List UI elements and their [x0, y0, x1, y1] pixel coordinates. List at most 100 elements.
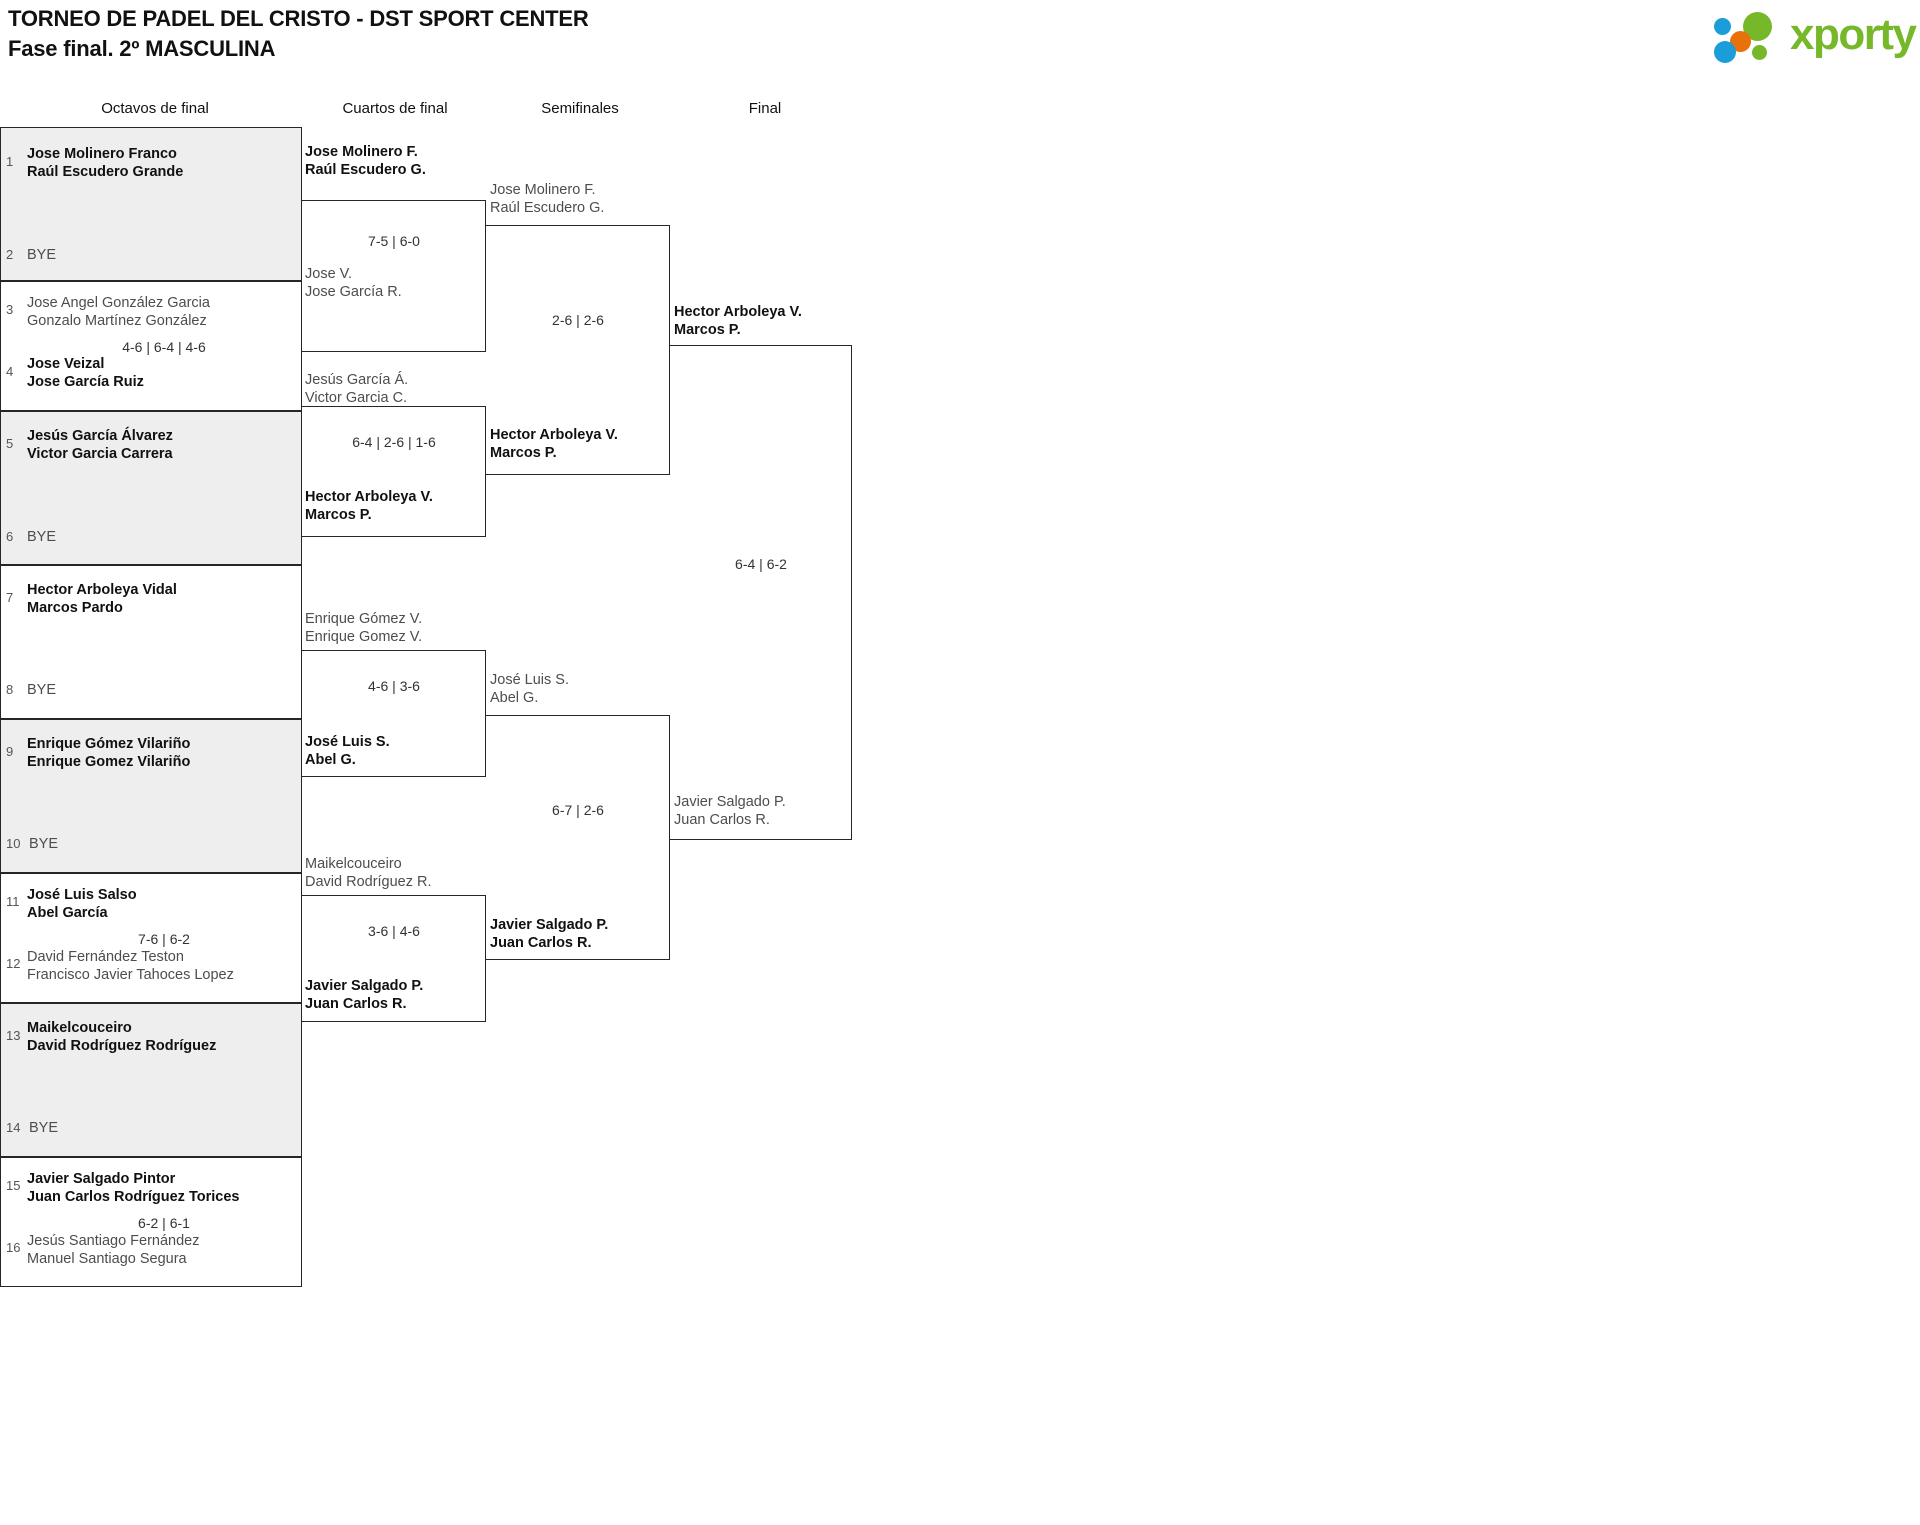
seed-row[interactable]: 3 Jose Angel González Garcia Gonzalo Mar…: [0, 281, 302, 343]
seed-row[interactable]: 10 BYE: [0, 800, 302, 873]
seed-row[interactable]: 4 Jose Veizal Jose García Ruiz: [0, 343, 302, 411]
player-line-2: Abel G.: [490, 690, 539, 706]
seed-row[interactable]: 14 BYE: [0, 1084, 302, 1157]
player-line-2: Raúl Escudero G.: [490, 200, 605, 216]
qf2-score: 6-4 | 2-6 | 1-6: [352, 434, 436, 450]
round-header-final: Final: [748, 100, 782, 117]
player-line-1: Jose Molinero F.: [305, 144, 418, 160]
player-line-2: David Rodríguez R.: [305, 874, 432, 890]
seed-number: 11: [6, 894, 20, 909]
sf1-score: 2-6 | 2-6: [552, 312, 604, 328]
qf3-connector: [302, 650, 486, 777]
final-top-entry[interactable]: Hector Arboleya V. Marcos P.: [674, 303, 802, 339]
seed-number: 12: [6, 956, 21, 971]
qf1-bottom-entry[interactable]: Jose V. Jose García R.: [305, 265, 402, 301]
seed-row[interactable]: 13 Maikelcouceiro David Rodríguez Rodríg…: [0, 1003, 302, 1084]
player-line-2: Juan Carlos R.: [674, 812, 770, 828]
seed-row[interactable]: 8 BYE: [0, 646, 302, 719]
sf2-score: 6-7 | 2-6: [552, 802, 604, 818]
bye-label: BYE: [27, 247, 57, 263]
sf1-top-entry[interactable]: Jose Molinero F. Raúl Escudero G.: [490, 181, 604, 217]
title-block: TORNEO DE PADEL DEL CRISTO - DST SPORT C…: [8, 4, 589, 64]
seed-player-2: Francisco Javier Tahoces Lopez: [27, 967, 234, 983]
sf1-bottom-entry[interactable]: Hector Arboleya V. Marcos P.: [490, 426, 618, 462]
seed-number: 1: [6, 154, 14, 169]
seed-player-1: Jose Angel González Garcia: [27, 295, 210, 311]
seed-player-1: David Fernández Teston: [27, 949, 184, 965]
logo-wordmark: xporty: [1790, 10, 1917, 59]
player-line-1: Javier Salgado P.: [674, 794, 786, 810]
seed-player-1: Hector Arboleya Vidal: [27, 582, 177, 598]
player-line-1: Hector Arboleya V.: [490, 427, 618, 443]
player-line-1: José Luis S.: [490, 672, 569, 688]
seed-row[interactable]: 1 Jose Molinero Franco Raúl Escudero Gra…: [0, 127, 302, 208]
player-line-1: Enrique Gómez V.: [305, 611, 423, 627]
qf4-top-entry[interactable]: Maikelcouceiro David Rodríguez R.: [305, 855, 432, 891]
seed-row[interactable]: 6 BYE: [0, 492, 302, 565]
qf1-connector: [302, 200, 486, 352]
player-line-1: Jose V.: [305, 266, 353, 282]
final-connector: [670, 345, 852, 840]
player-line-2: Marcos P.: [674, 322, 741, 338]
player-line-2: Juan Carlos R.: [305, 996, 407, 1012]
tournament-title: TORNEO DE PADEL DEL CRISTO - DST SPORT C…: [8, 6, 589, 31]
round1-score: 6-2 | 6-1: [138, 1215, 190, 1231]
seed-number: 15: [6, 1178, 21, 1193]
round-header-cuartos: Cuartos de final: [342, 100, 448, 117]
seed-player-1: Jose Veizal: [27, 356, 105, 372]
seed-player-1: Enrique Gómez Vilariño: [27, 736, 191, 752]
seed-player-2: Manuel Santiago Segura: [27, 1251, 187, 1267]
seed-number: 3: [6, 302, 14, 317]
player-line-1: Hector Arboleya V.: [305, 489, 433, 505]
seed-row[interactable]: 7 Hector Arboleya Vidal Marcos Pardo: [0, 565, 302, 646]
seed-row[interactable]: 5 Jesús García Álvarez Victor Garcia Car…: [0, 411, 302, 492]
bye-label: BYE: [27, 529, 57, 545]
seed-row[interactable]: 9 Enrique Gómez Vilariño Enrique Gomez V…: [0, 719, 302, 800]
player-line-2: Juan Carlos R.: [490, 935, 592, 951]
seed-number: 9: [6, 744, 14, 759]
seed-player-2: Jose García Ruiz: [27, 374, 144, 390]
sf2-bottom-entry[interactable]: Javier Salgado P. Juan Carlos R.: [490, 916, 608, 952]
final-bottom-entry[interactable]: Javier Salgado P. Juan Carlos R.: [674, 793, 786, 829]
seed-player-2: Raúl Escudero Grande: [27, 164, 184, 180]
qf4-bottom-entry[interactable]: Javier Salgado P. Juan Carlos R.: [305, 977, 423, 1013]
bye-label: BYE: [27, 682, 57, 698]
seed-number: 4: [6, 364, 14, 379]
final-score: 6-4 | 6-2: [735, 556, 787, 572]
seed-row[interactable]: 2 BYE: [0, 208, 302, 281]
seed-player-2: Gonzalo Martínez González: [27, 313, 207, 329]
seed-number: 14: [6, 1120, 21, 1135]
player-line-2: Raúl Escudero G.: [305, 162, 426, 178]
player-line-1: Maikelcouceiro: [305, 856, 402, 872]
seed-player-1: Jose Molinero Franco: [27, 146, 177, 162]
qf1-top-entry[interactable]: Jose Molinero F. Raúl Escudero G.: [305, 143, 426, 179]
xporty-logo: xporty: [1680, 6, 1917, 64]
seed-player-2: Marcos Pardo: [27, 600, 123, 616]
seed-row[interactable]: 11 José Luis Salso Abel García: [0, 873, 302, 935]
seed-player-1: Maikelcouceiro: [27, 1020, 132, 1036]
player-line-2: Victor Garcia C.: [305, 390, 408, 406]
qf2-bottom-entry[interactable]: Hector Arboleya V. Marcos P.: [305, 488, 433, 524]
player-line-2: Jose García R.: [305, 284, 402, 300]
qf3-top-entry[interactable]: Enrique Gómez V. Enrique Gomez V.: [305, 610, 422, 646]
player-line-2: Marcos P.: [490, 445, 557, 461]
seed-player-1: Javier Salgado Pintor: [27, 1171, 176, 1187]
page-header: TORNEO DE PADEL DEL CRISTO - DST SPORT C…: [0, 0, 1920, 68]
seed-row[interactable]: 15 Javier Salgado Pintor Juan Carlos Rod…: [0, 1157, 302, 1219]
player-line-1: José Luis S.: [305, 734, 390, 750]
seed-player-2: Enrique Gomez Vilariño: [27, 754, 191, 770]
bye-label: BYE: [29, 1120, 59, 1136]
qf2-top-entry[interactable]: Jesús García Á. Victor Garcia C.: [305, 371, 408, 407]
round1-score: 7-6 | 6-2: [138, 931, 190, 947]
seed-row[interactable]: 12 David Fernández Teston Francisco Javi…: [0, 935, 302, 1003]
sf2-top-entry[interactable]: José Luis S. Abel G.: [490, 671, 569, 707]
seed-player-2: Juan Carlos Rodríguez Torices: [27, 1189, 240, 1205]
seed-number: 2: [6, 247, 14, 262]
seed-player-1: Jesús García Álvarez: [27, 428, 173, 444]
qf3-bottom-entry[interactable]: José Luis S. Abel G.: [305, 733, 390, 769]
qf4-score: 3-6 | 4-6: [368, 923, 420, 939]
seed-number: 8: [6, 682, 14, 697]
seed-row[interactable]: 16 Jesús Santiago Fernández Manuel Santi…: [0, 1219, 302, 1287]
seed-player-2: Victor Garcia Carrera: [27, 446, 173, 462]
